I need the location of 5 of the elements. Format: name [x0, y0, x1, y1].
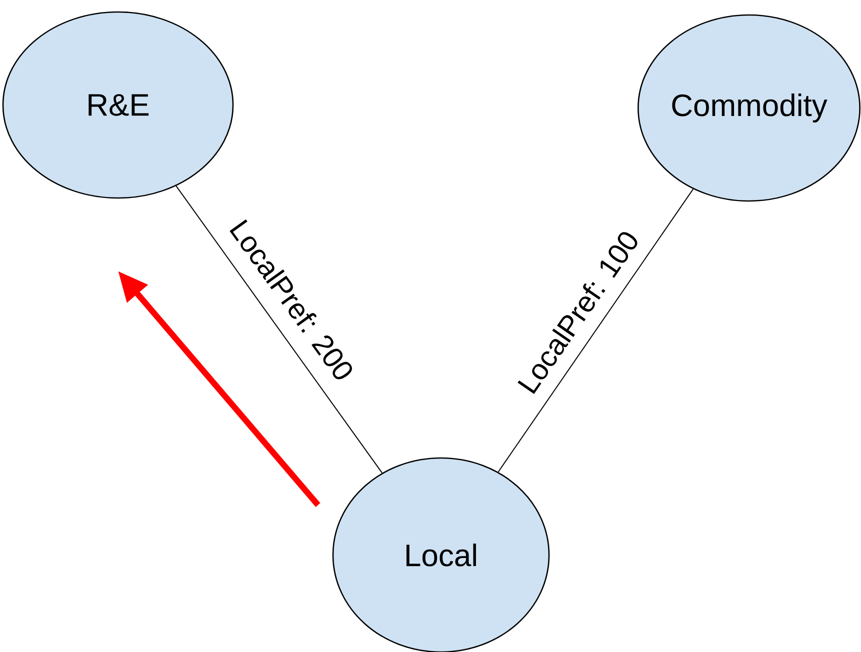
- ellipse-node: R&E: [2, 11, 234, 199]
- connector-line: [176, 185, 383, 474]
- connector-line: [498, 188, 694, 472]
- ellipse-node: Commodity: [638, 14, 860, 202]
- ellipse-node: Local: [332, 457, 550, 652]
